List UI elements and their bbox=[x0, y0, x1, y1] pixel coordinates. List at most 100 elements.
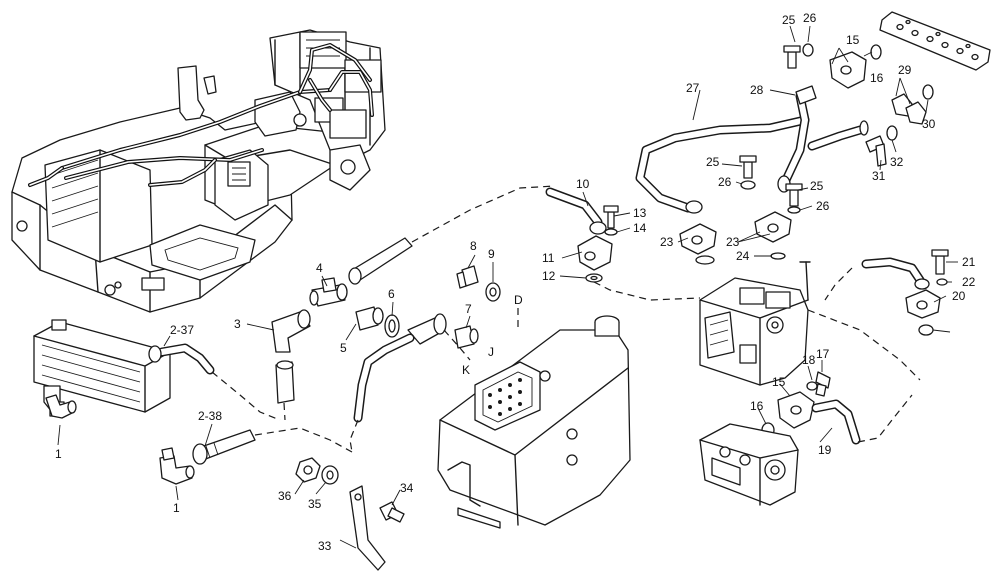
label-6: 6 bbox=[388, 287, 395, 301]
label-22: 22 bbox=[962, 275, 976, 289]
label-26c: 26 bbox=[816, 199, 830, 213]
elbow-fitting-1b bbox=[159, 447, 195, 485]
label-27: 27 bbox=[686, 81, 700, 95]
label-3: 3 bbox=[234, 317, 241, 331]
part-34-bolt bbox=[379, 501, 405, 523]
label-1a: 1 bbox=[55, 447, 62, 461]
part-28-hose bbox=[795, 85, 869, 151]
part-26c-washer bbox=[787, 206, 801, 214]
part-16a-washer bbox=[870, 44, 882, 60]
tractor-frame-assembly bbox=[11, 29, 386, 313]
part-11-clamp bbox=[577, 235, 613, 271]
leader-lines bbox=[57, 25, 958, 549]
part-23b-clamp bbox=[754, 211, 792, 243]
label-9: 9 bbox=[488, 247, 495, 261]
part-3-elbow-hose bbox=[271, 309, 311, 421]
part-21-bolt bbox=[931, 249, 949, 275]
hydraulic-tank bbox=[437, 315, 631, 529]
part-12b-washer bbox=[918, 324, 934, 336]
label-1b: 1 bbox=[173, 501, 180, 515]
part-33-bracket bbox=[349, 485, 386, 571]
label-33: 33 bbox=[318, 539, 332, 553]
part-29-clamp bbox=[891, 93, 927, 125]
part-7-fitting bbox=[454, 325, 479, 349]
part-20-hose bbox=[861, 257, 930, 290]
part-26a-washer bbox=[802, 43, 814, 57]
label-k: K bbox=[462, 363, 470, 377]
label-29: 29 bbox=[898, 63, 912, 77]
part-25a-bolt bbox=[783, 45, 801, 69]
label-23a: 23 bbox=[660, 235, 674, 249]
part-24-washer bbox=[695, 252, 786, 265]
part-25c-bolt bbox=[785, 183, 803, 207]
label-11: 11 bbox=[542, 251, 555, 265]
part-36-nut bbox=[295, 457, 321, 483]
part-18-washer bbox=[806, 381, 818, 391]
label-35: 35 bbox=[308, 497, 322, 511]
label-17: 17 bbox=[816, 347, 830, 361]
part-23a-clamp bbox=[679, 223, 717, 255]
label-4: 4 bbox=[316, 261, 323, 275]
mounting-plate bbox=[879, 11, 991, 71]
part-10-hose bbox=[545, 187, 607, 235]
hose-2-37 bbox=[148, 343, 281, 421]
part-26b-washer bbox=[740, 180, 756, 190]
hose-2-38 bbox=[192, 427, 353, 465]
part-14-washer bbox=[604, 228, 618, 236]
part-22-washer bbox=[936, 278, 948, 286]
label-d: D bbox=[514, 293, 523, 307]
part-30-washer bbox=[922, 84, 934, 100]
dashed-route-right bbox=[807, 309, 921, 381]
part-8-plug bbox=[456, 265, 479, 289]
part-27-hose bbox=[635, 91, 810, 214]
label-10: 10 bbox=[576, 177, 590, 191]
label-25a: 25 bbox=[782, 13, 796, 27]
label-31: 31 bbox=[872, 169, 886, 183]
label-2-37: 2-37 bbox=[170, 323, 194, 337]
label-32: 32 bbox=[890, 155, 904, 169]
label-28: 28 bbox=[750, 83, 764, 97]
part-labels: 1 1 2-37 2-38 3 4 5 6 7 8 9 10 11 12 13 … bbox=[55, 11, 976, 553]
label-36: 36 bbox=[278, 489, 292, 503]
part-5-union bbox=[355, 306, 384, 331]
part-32-washer bbox=[886, 125, 898, 141]
label-13: 13 bbox=[633, 206, 647, 220]
label-21: 21 bbox=[962, 255, 976, 269]
label-25c: 25 bbox=[810, 179, 824, 193]
pipe-tube bbox=[348, 185, 556, 285]
part-25b-bolt bbox=[739, 155, 757, 179]
oil-cooler bbox=[33, 319, 171, 417]
part-19-hose bbox=[811, 394, 913, 445]
label-16b: 16 bbox=[750, 399, 764, 413]
part-9-washer bbox=[485, 282, 519, 330]
part-31-bolt bbox=[865, 135, 887, 167]
part-6-seal-ring bbox=[384, 314, 400, 338]
label-23b: 23 bbox=[726, 235, 740, 249]
part-15b-clamp bbox=[777, 391, 815, 429]
control-valve-block bbox=[699, 261, 811, 386]
part-17-bolt bbox=[815, 371, 831, 397]
label-25b: 25 bbox=[706, 155, 720, 169]
label-24: 24 bbox=[736, 249, 750, 263]
elbow-fitting-1a bbox=[45, 394, 77, 419]
part-12a-washer bbox=[585, 273, 603, 283]
label-15b: 15 bbox=[772, 375, 786, 389]
dashed-route-valve bbox=[593, 281, 701, 301]
label-j: J bbox=[488, 345, 494, 359]
label-26b: 26 bbox=[718, 175, 732, 189]
label-30: 30 bbox=[922, 117, 936, 131]
label-12a: 12 bbox=[542, 269, 556, 283]
part-13-bolt bbox=[603, 205, 619, 229]
label-18: 18 bbox=[802, 353, 816, 367]
label-16a: 16 bbox=[870, 71, 884, 85]
label-7: 7 bbox=[465, 302, 472, 316]
part-15a-clamp bbox=[829, 51, 867, 89]
dashed-route-top bbox=[824, 267, 853, 301]
label-2-38: 2-38 bbox=[198, 409, 222, 423]
label-20: 20 bbox=[952, 289, 966, 303]
part-4-tee-fitting bbox=[309, 277, 348, 307]
label-8: 8 bbox=[470, 239, 477, 253]
lower-valve-block bbox=[699, 423, 799, 506]
